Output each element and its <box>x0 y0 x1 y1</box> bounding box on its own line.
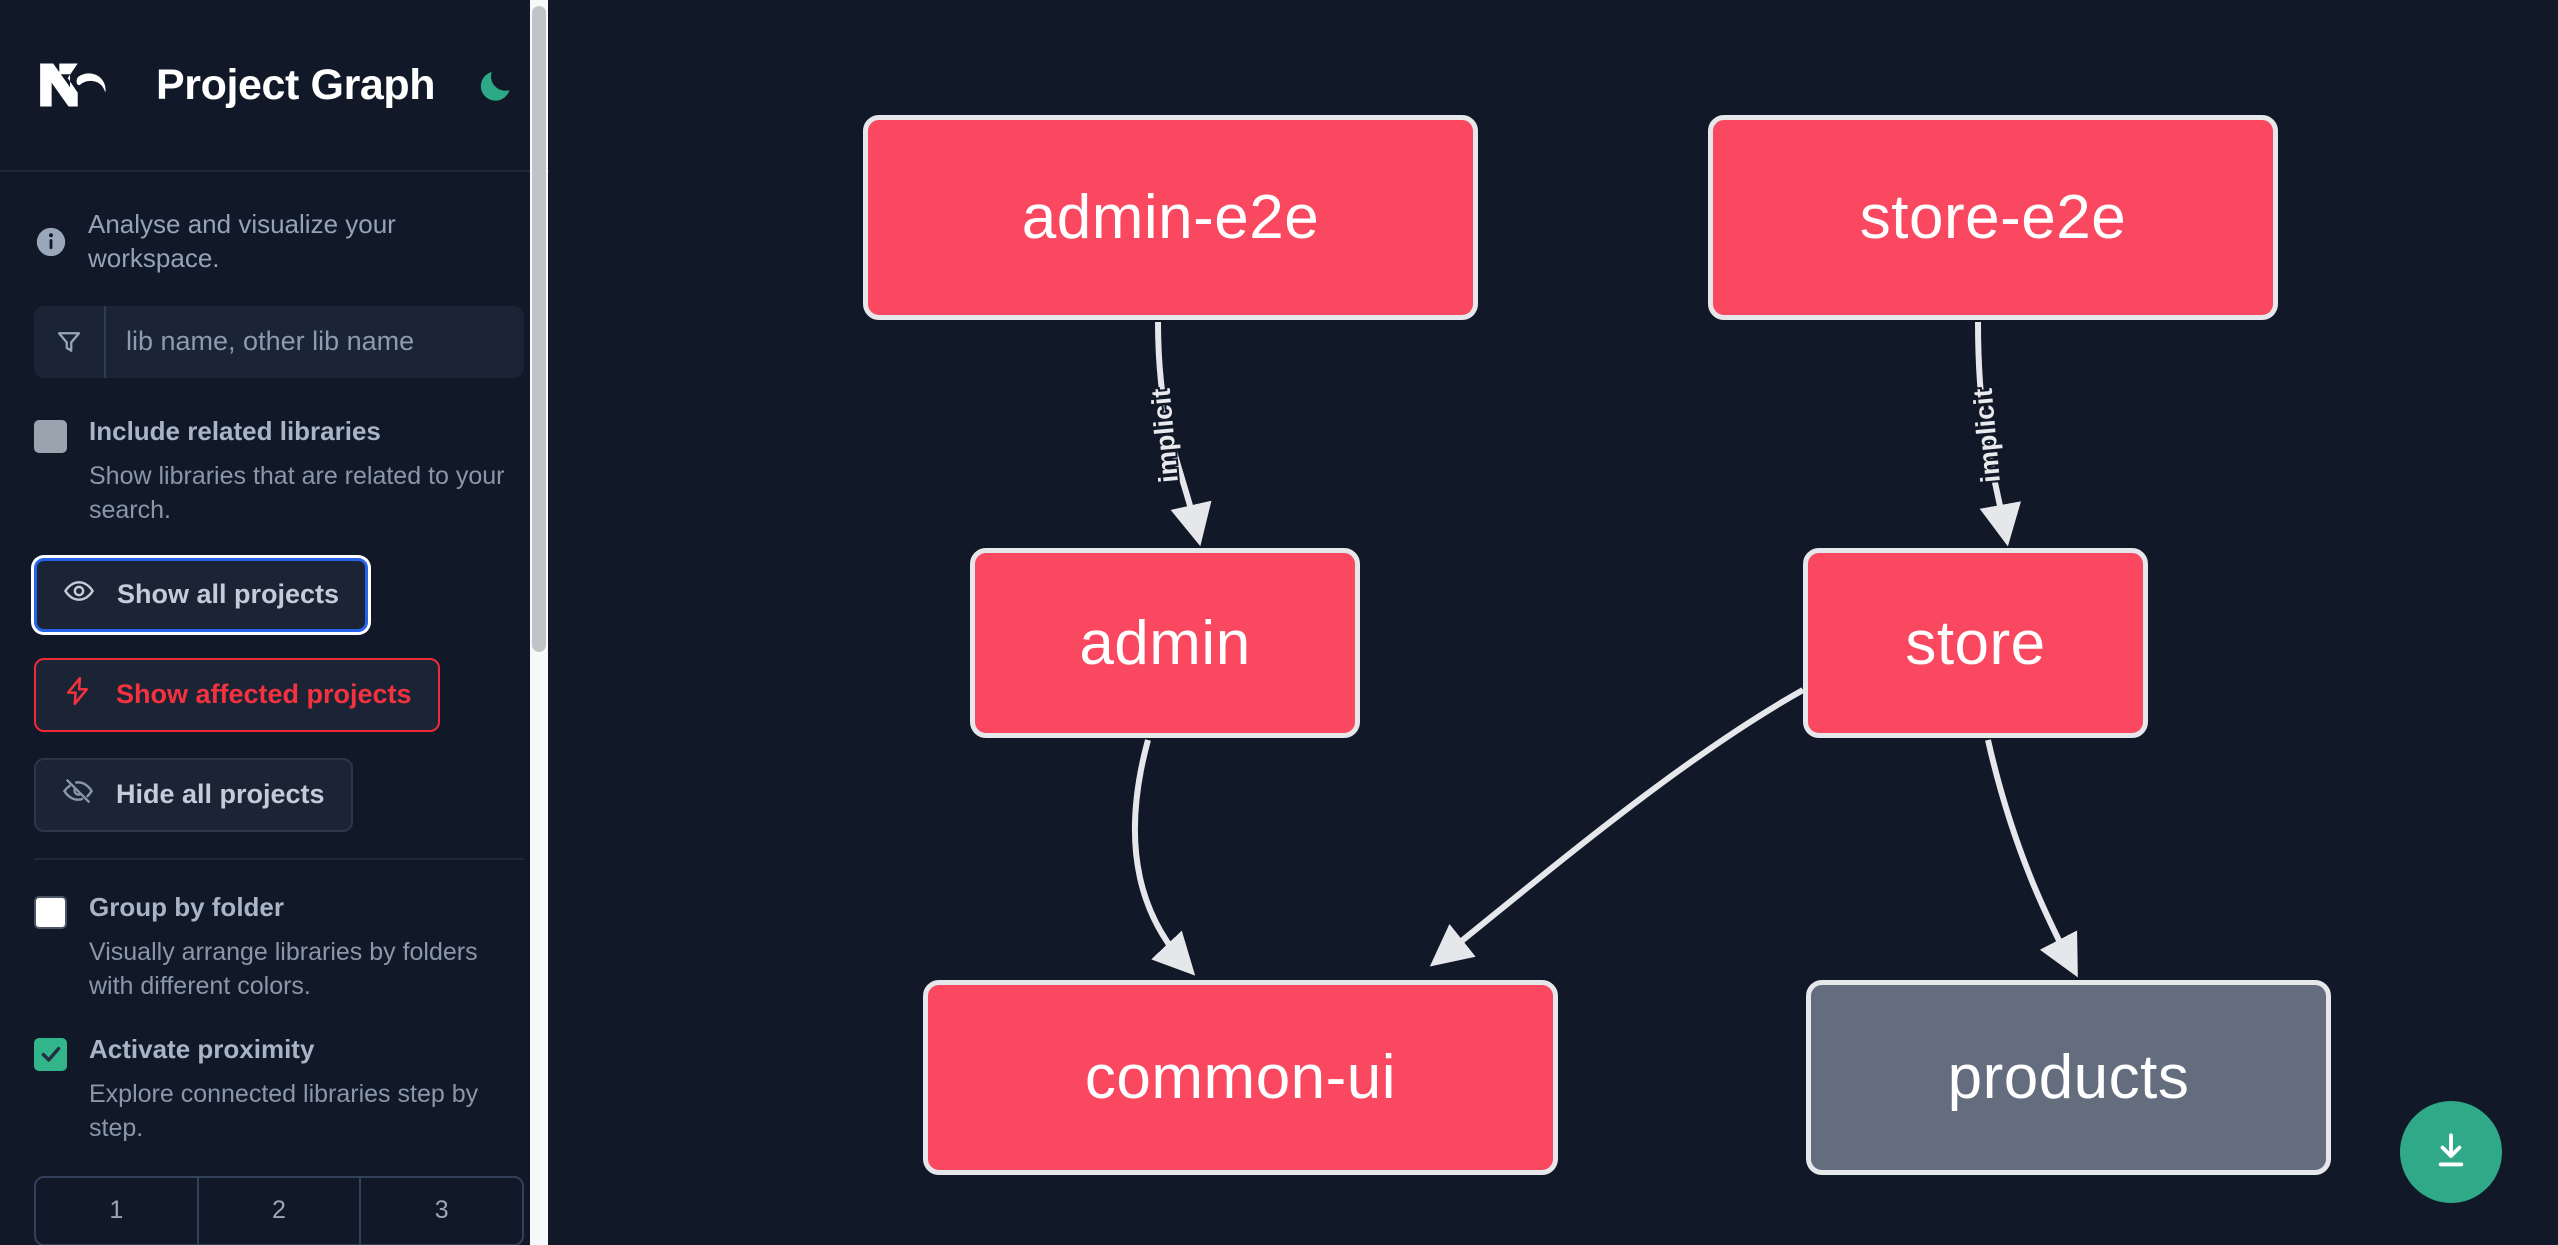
edge-store-e2e-to-store <box>1975 321 2022 547</box>
download-graph-button[interactable] <box>2400 1101 2502 1203</box>
graph-node-admin[interactable]: admin <box>970 548 1360 738</box>
info-circle-icon <box>34 225 68 259</box>
graph-node-admin-e2e[interactable]: admin-e2e <box>863 115 1478 320</box>
download-icon <box>2428 1128 2474 1177</box>
hide-all-projects-button[interactable]: Hide all projects <box>34 757 353 832</box>
show-affected-projects-label: Show affected projects <box>116 679 412 710</box>
search-field[interactable] <box>34 305 524 378</box>
edge-store-to-products <box>1985 739 2078 978</box>
lightning-bolt-icon <box>62 675 94 714</box>
option-label: Activate proximity <box>89 1033 315 1064</box>
graph-canvas[interactable]: admin-e2e store-e2e admin store common-u… <box>558 0 2558 1245</box>
graph-node-store-e2e[interactable]: store-e2e <box>1708 115 2278 320</box>
filter-funnel-icon <box>34 305 106 378</box>
proximity-step-group[interactable]: 1 2 3 <box>34 1175 524 1245</box>
graph-edges <box>1131 321 2078 978</box>
workspace-info: Analyse and visualize your workspace. <box>0 172 558 306</box>
search-input[interactable] <box>106 305 524 378</box>
option-description: Show libraries that are related to your … <box>89 461 505 525</box>
sidebar-right-edge <box>550 0 558 1245</box>
graph-node-common-ui[interactable]: common-ui <box>923 980 1558 1175</box>
edge-store-to-common-ui <box>1429 687 1805 967</box>
activate-proximity-checkbox[interactable] <box>34 1037 67 1071</box>
proximity-step-2[interactable]: 2 <box>199 1177 362 1244</box>
sidebar-scrollbar[interactable] <box>530 0 548 1245</box>
show-affected-projects-button[interactable]: Show affected projects <box>34 657 440 732</box>
page-title: Project Graph <box>156 60 436 109</box>
eye-off-icon <box>62 775 94 814</box>
nx-logo-icon <box>34 54 126 116</box>
edge-admin-to-common-ui <box>1131 739 1196 976</box>
proximity-step-1[interactable]: 1 <box>36 1177 199 1244</box>
sidebar-body: Include related libraries Show libraries… <box>0 305 558 1245</box>
include-related-libraries-checkbox[interactable] <box>34 419 67 453</box>
option-group-by-folder[interactable]: Group by folder Visually arrange librari… <box>34 892 524 1004</box>
moon-icon[interactable] <box>473 62 519 108</box>
option-description: Visually arrange libraries by folders wi… <box>89 937 478 1001</box>
graph-node-label: store <box>1905 608 2046 678</box>
option-label: Include related libraries <box>89 415 381 446</box>
graph-node-label: products <box>1947 1043 2190 1112</box>
show-all-projects-label: Show all projects <box>117 579 340 610</box>
option-label: Group by folder <box>89 891 284 922</box>
sidebar-scrollbar-thumb[interactable] <box>532 6 546 652</box>
sidebar: Project Graph Analyse and visualize your… <box>0 0 558 1245</box>
eye-icon <box>63 575 95 614</box>
show-all-projects-button[interactable]: Show all projects <box>34 557 369 632</box>
proximity-step-3[interactable]: 3 <box>434 1196 449 1225</box>
sidebar-header: Project Graph <box>0 0 558 172</box>
sidebar-divider <box>34 857 524 860</box>
graph-node-label: common-ui <box>1084 1043 1397 1112</box>
option-include-related-libraries[interactable]: Include related libraries Show libraries… <box>34 416 524 528</box>
option-description: Explore connected libraries step by step… <box>89 1079 479 1143</box>
graph-node-label: admin-e2e <box>1021 183 1320 252</box>
graph-node-store[interactable]: store <box>1803 548 2148 738</box>
graph-node-label: admin <box>1079 608 1251 678</box>
option-activate-proximity[interactable]: Activate proximity Explore connected lib… <box>34 1034 524 1146</box>
workspace-info-text: Analyse and visualize your workspace. <box>88 209 396 273</box>
hide-all-projects-label: Hide all projects <box>116 779 325 810</box>
graph-node-label: store-e2e <box>1859 183 2127 252</box>
graph-node-products[interactable]: products <box>1806 980 2331 1175</box>
edge-admin-e2e-to-admin <box>1155 321 1212 547</box>
group-by-folder-checkbox[interactable] <box>34 895 67 929</box>
